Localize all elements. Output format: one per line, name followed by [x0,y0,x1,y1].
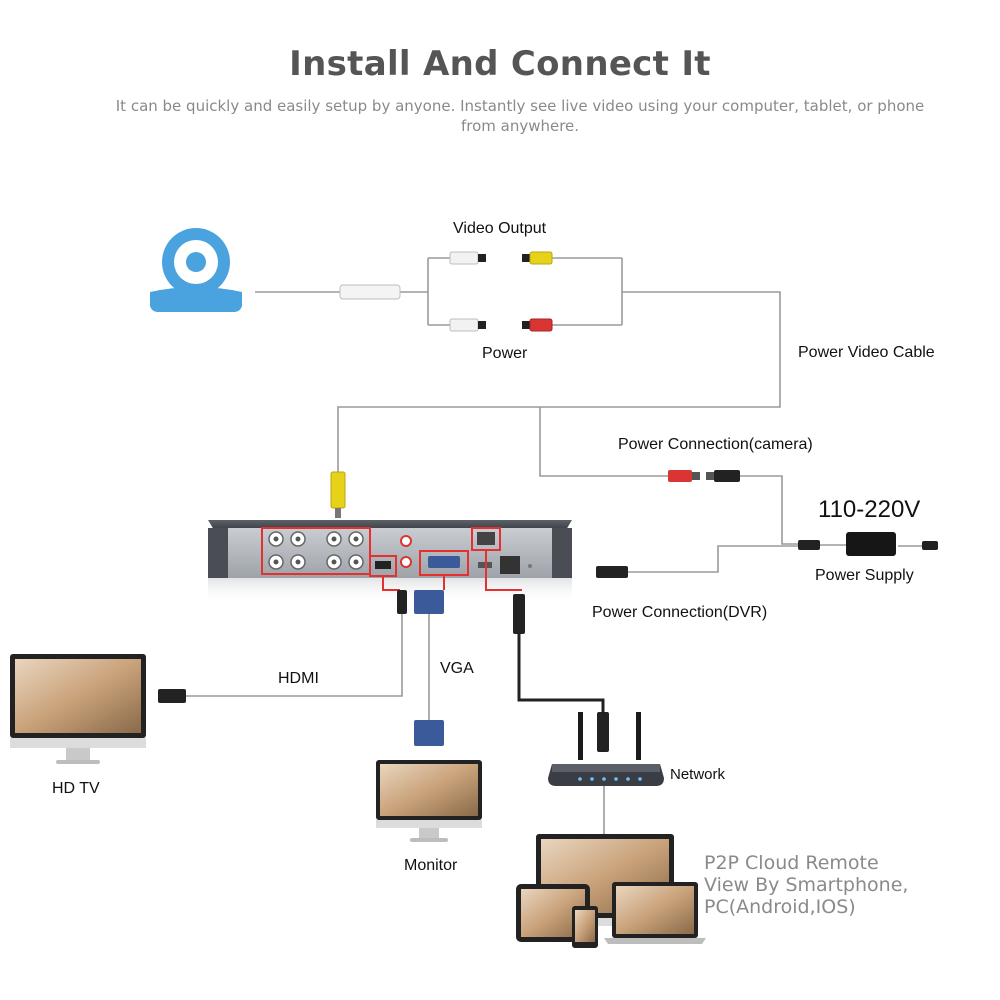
label-video-output: Video Output [453,220,547,237]
video-output-connectors [449,251,553,265]
label-power-connection-dvr: Power Connection(DVR) [592,604,768,621]
camera-power-plugs [668,470,740,482]
label-power-connection-camera: Power Connection(camera) [618,436,813,453]
label-hdmi: HDMI [278,670,319,687]
hd-tv-icon [10,654,146,764]
label-vga: VGA [440,660,474,677]
page-title: Install And Connect It [289,44,711,84]
label-power: Power [482,345,528,362]
page-subtitle: It can be quickly and easily setup by an… [115,97,925,135]
dvr-recorder [208,520,572,604]
label-p2p-line1: P2P Cloud Remote [704,852,879,874]
hdmi-cable [158,590,407,703]
multi-device-icon [516,834,706,948]
dvr-power-plug [596,566,628,578]
router-icon [548,712,664,836]
vga-cable [414,590,444,746]
label-power-supply: Power Supply [815,567,914,584]
monitor-icon [376,760,482,842]
label-p2p-line3: PC(Android,IOS) [704,896,856,918]
label-power-video-cable: Power Video Cable [798,344,935,361]
camera-icon [150,228,242,312]
camera-cable-connector [339,284,401,300]
bnc-video-plug [330,471,346,518]
label-monitor: Monitor [404,857,458,874]
label-voltage: 110-220V [818,496,921,523]
label-network: Network [670,766,726,783]
power-supply-icon [798,532,938,556]
power-connectors [449,318,553,332]
label-hd-tv: HD TV [52,780,100,797]
port-highlight-leaders [382,550,522,591]
label-p2p-line2: View By Smartphone, [704,874,909,896]
power-video-cable [255,257,924,573]
network-cable [513,594,609,752]
